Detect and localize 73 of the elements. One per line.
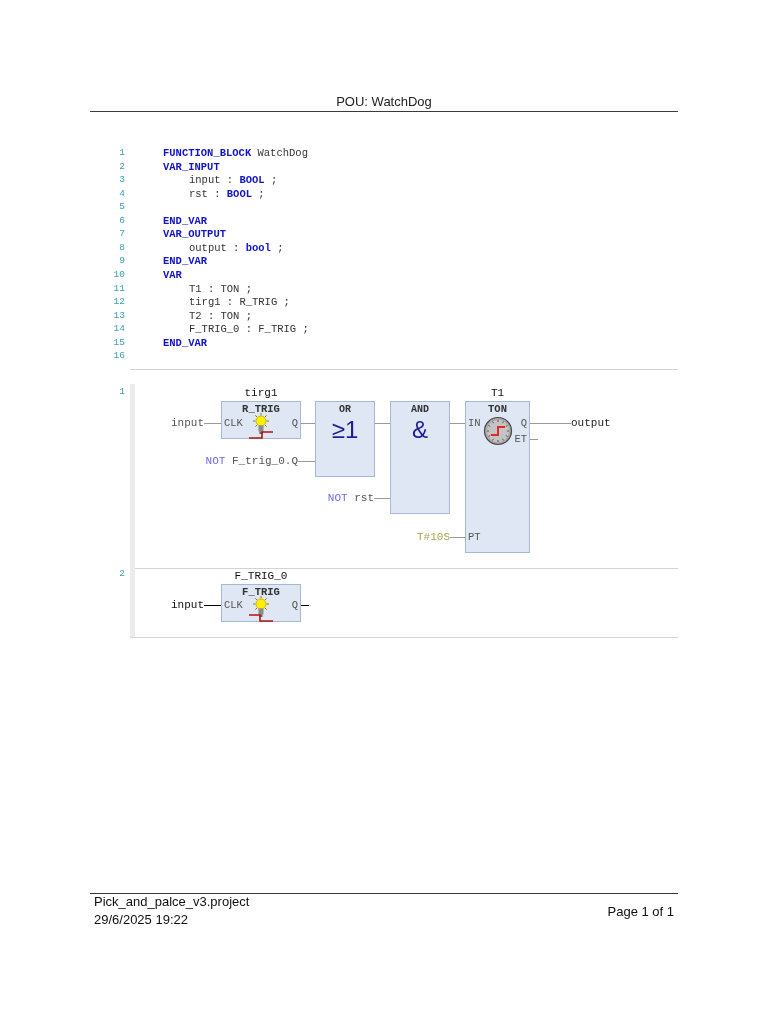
network-number: 1 <box>119 385 125 399</box>
code-line: tirg1 : R_TRIG ; <box>189 295 290 310</box>
line-number: 5 <box>119 200 125 215</box>
code-line: VAR <box>163 267 182 282</box>
connector-line <box>449 537 466 538</box>
network-number: 2 <box>119 567 125 581</box>
instance-name: T1 <box>490 386 505 400</box>
line-number: 2 <box>119 159 125 174</box>
file-name: Pick_and_palce_v3.project <box>94 894 250 910</box>
code-line: T2 : TON ; <box>189 308 252 323</box>
connector-line <box>529 439 539 440</box>
variable-label: NOT F_trig_0.Q <box>205 454 298 468</box>
code-line: input : BOOL ; <box>189 173 278 188</box>
pin-label: Q <box>520 416 527 430</box>
gate-symbol: & <box>412 417 428 443</box>
code-line: FUNCTION_BLOCK WatchDog <box>163 146 308 160</box>
connector-line <box>203 423 222 424</box>
gate-symbol: ≥1 <box>331 417 359 443</box>
line-number: 14 <box>113 322 125 337</box>
pin-label: IN <box>468 416 481 430</box>
and-gate-block <box>390 401 450 514</box>
block-type-label: TON <box>488 403 507 416</box>
line-number: 6 <box>119 213 125 228</box>
variable-label: output <box>571 416 611 430</box>
connector-line <box>297 461 316 462</box>
page-title: POU: WatchDog <box>336 94 432 110</box>
line-number: 7 <box>119 227 125 242</box>
code-line: END_VAR <box>163 254 208 269</box>
date-time: 29/6/2025 19:22 <box>94 912 188 928</box>
connector-line <box>529 423 572 424</box>
line-number: 10 <box>113 267 125 282</box>
pin-label: CLK <box>224 598 243 612</box>
variable-label: NOT rst <box>327 491 374 505</box>
pin-label: ET <box>514 432 527 446</box>
code-line: T1 : TON ; <box>189 281 252 296</box>
variable-label: input <box>171 598 204 612</box>
pin-label: Q <box>291 598 298 612</box>
code-line: END_VAR <box>163 335 208 350</box>
pin-label: CLK <box>224 416 243 430</box>
connector-line <box>373 498 391 499</box>
code-line: rst : BOOL ; <box>189 186 265 201</box>
line-number: 4 <box>119 186 125 201</box>
block-type-label: AND <box>411 403 429 416</box>
line-number: 3 <box>119 173 125 188</box>
page-number: Page 1 of 1 <box>607 904 674 920</box>
code-line: VAR_INPUT <box>163 159 220 174</box>
code-line: F_TRIG_0 : F_TRIG ; <box>189 322 309 337</box>
block-type-label: OR <box>339 403 351 416</box>
pin-label: Q <box>291 416 298 430</box>
line-number: 11 <box>113 281 125 296</box>
line-number: 8 <box>119 240 125 255</box>
code-line: output : bool ; <box>189 240 284 255</box>
line-number: 9 <box>119 254 125 269</box>
line-number: 12 <box>113 295 125 310</box>
line-number: 13 <box>113 308 125 323</box>
instance-name: tirg1 <box>244 386 278 400</box>
connector-line <box>203 605 222 606</box>
code-line: VAR_OUTPUT <box>163 227 226 242</box>
code-line: END_VAR <box>163 213 208 228</box>
connector-line <box>374 423 391 424</box>
or-gate-block <box>315 401 375 477</box>
line-number: 15 <box>113 335 125 350</box>
connector-line <box>449 423 466 424</box>
block-type-label: F_TRIG <box>242 586 280 599</box>
instance-name: F_TRIG_0 <box>234 569 288 583</box>
line-number: 16 <box>113 349 125 364</box>
constant-label: T#10S <box>417 530 450 544</box>
block-type-label: R_TRIG <box>242 403 280 416</box>
connector-line <box>300 423 316 424</box>
pin-label: PT <box>468 530 481 544</box>
connector-line <box>300 605 310 606</box>
variable-label: input <box>171 416 204 430</box>
line-number: 1 <box>119 146 125 160</box>
